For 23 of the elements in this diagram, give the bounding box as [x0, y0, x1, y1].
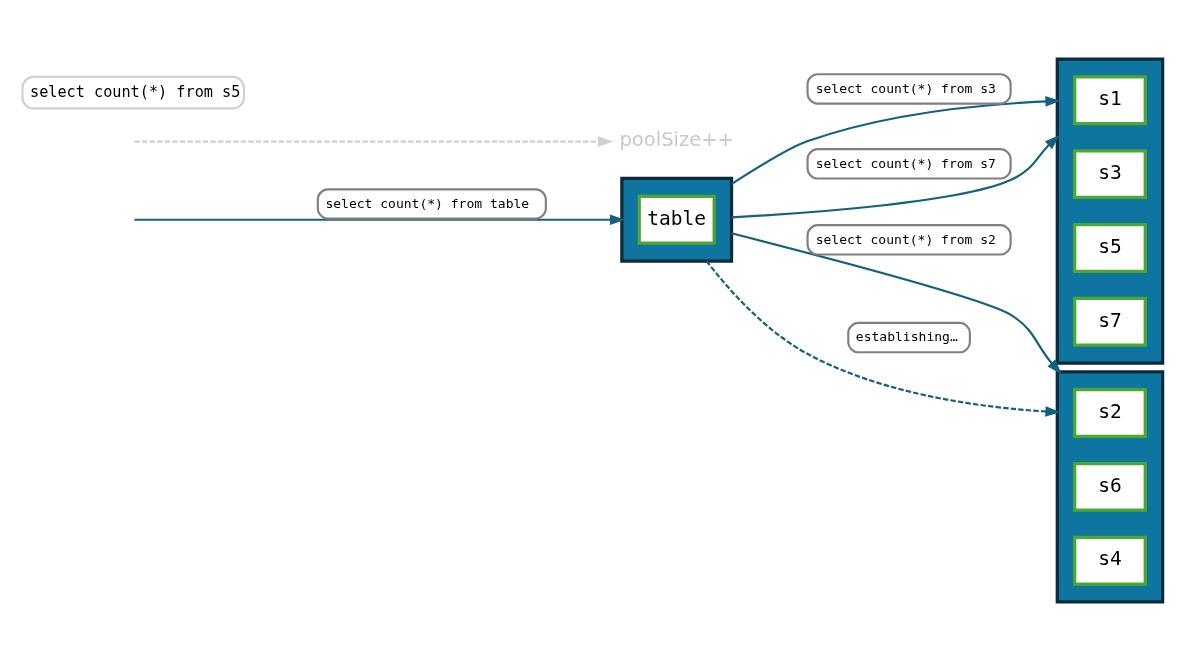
label: select count(*) from s5: [30, 82, 241, 101]
node-box: s6: [1073, 461, 1147, 512]
arrow: [705, 259, 1061, 417]
node-box: s5: [1073, 222, 1147, 273]
cluster: [1055, 369, 1165, 604]
edge-label: select count(*) from table: [325, 195, 530, 211]
node-box: s2: [1073, 387, 1147, 438]
edge-label: select count(*) from s7: [815, 155, 996, 171]
arrow: [134, 135, 613, 147]
arrow: [731, 134, 1060, 218]
node-box: s4: [1073, 535, 1147, 586]
edge-label: select count(*) from s3: [815, 80, 996, 96]
cluster: [620, 176, 734, 263]
arrow: [731, 231, 1062, 374]
cluster: [1055, 56, 1165, 365]
arrow: [134, 213, 626, 225]
edge-label: select count(*) from s2: [815, 231, 996, 247]
arrow: [730, 95, 1061, 185]
node-box: table: [637, 194, 716, 245]
node-box: s3: [1073, 148, 1147, 199]
node-box: s1: [1073, 74, 1147, 125]
edge-label: establishing…: [855, 328, 958, 344]
node-box: s7: [1073, 296, 1147, 347]
